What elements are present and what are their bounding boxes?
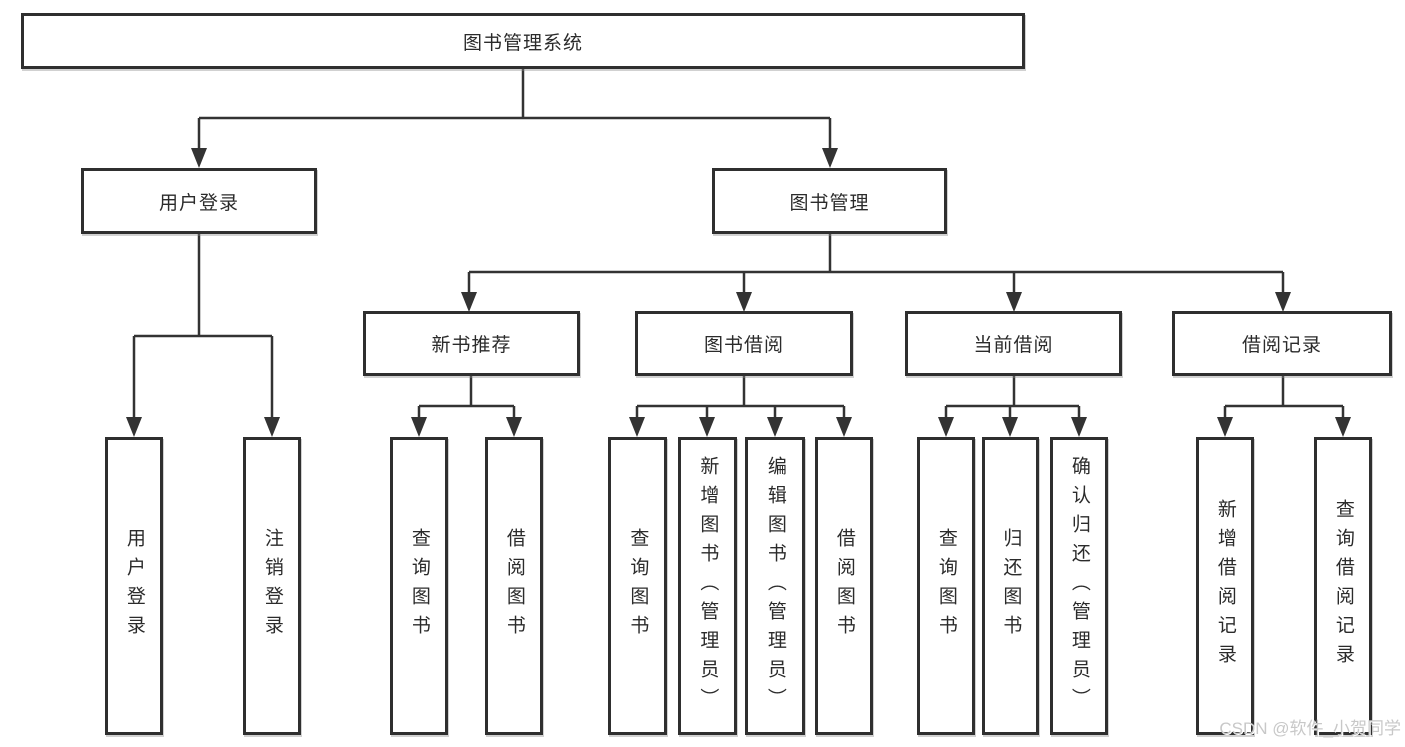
- leaf-query-books-3: 查询图书: [917, 437, 975, 735]
- node-book-borrow: 图书借阅: [635, 311, 853, 376]
- leaf-query-borrow-record: 查询借阅记录: [1314, 437, 1372, 735]
- node-root-library-system: 图书管理系统: [21, 13, 1025, 69]
- leaf-add-books-admin: 新增图书（管理员）: [678, 437, 737, 735]
- leaf-query-books-1: 查询图书: [390, 437, 448, 735]
- leaf-logout: 注销登录: [243, 437, 301, 735]
- leaf-return-books: 归还图书: [982, 437, 1039, 735]
- leaf-add-borrow-record: 新增借阅记录: [1196, 437, 1254, 735]
- connector-borrowrecords-to-leaves: [1217, 376, 1351, 437]
- connector-currentborrow-to-leaves: [938, 376, 1087, 437]
- node-current-borrow: 当前借阅: [905, 311, 1122, 376]
- connector-userlogin-to-leaves: [126, 234, 280, 437]
- node-borrow-records: 借阅记录: [1172, 311, 1392, 376]
- connector-bookmgmt-to-level3: [461, 234, 1291, 312]
- leaf-borrow-books-1: 借阅图书: [485, 437, 543, 735]
- leaf-borrow-books-2: 借阅图书: [815, 437, 873, 735]
- connector-root-to-level2: [191, 69, 838, 168]
- node-user-login: 用户登录: [81, 168, 317, 234]
- leaf-edit-books-admin: 编辑图书（管理员）: [745, 437, 805, 735]
- leaf-query-books-2: 查询图书: [608, 437, 667, 735]
- leaf-confirm-return-admin: 确认归还（管理员）: [1050, 437, 1108, 735]
- connector-newbookrec-to-leaves: [411, 376, 522, 437]
- connector-bookborrow-to-leaves: [629, 376, 852, 437]
- node-book-management: 图书管理: [712, 168, 947, 234]
- csdn-watermark: CSDN @软件_小贺同学: [1219, 719, 1401, 738]
- node-new-book-recommend: 新书推荐: [363, 311, 580, 376]
- leaf-user-login: 用户登录: [105, 437, 163, 735]
